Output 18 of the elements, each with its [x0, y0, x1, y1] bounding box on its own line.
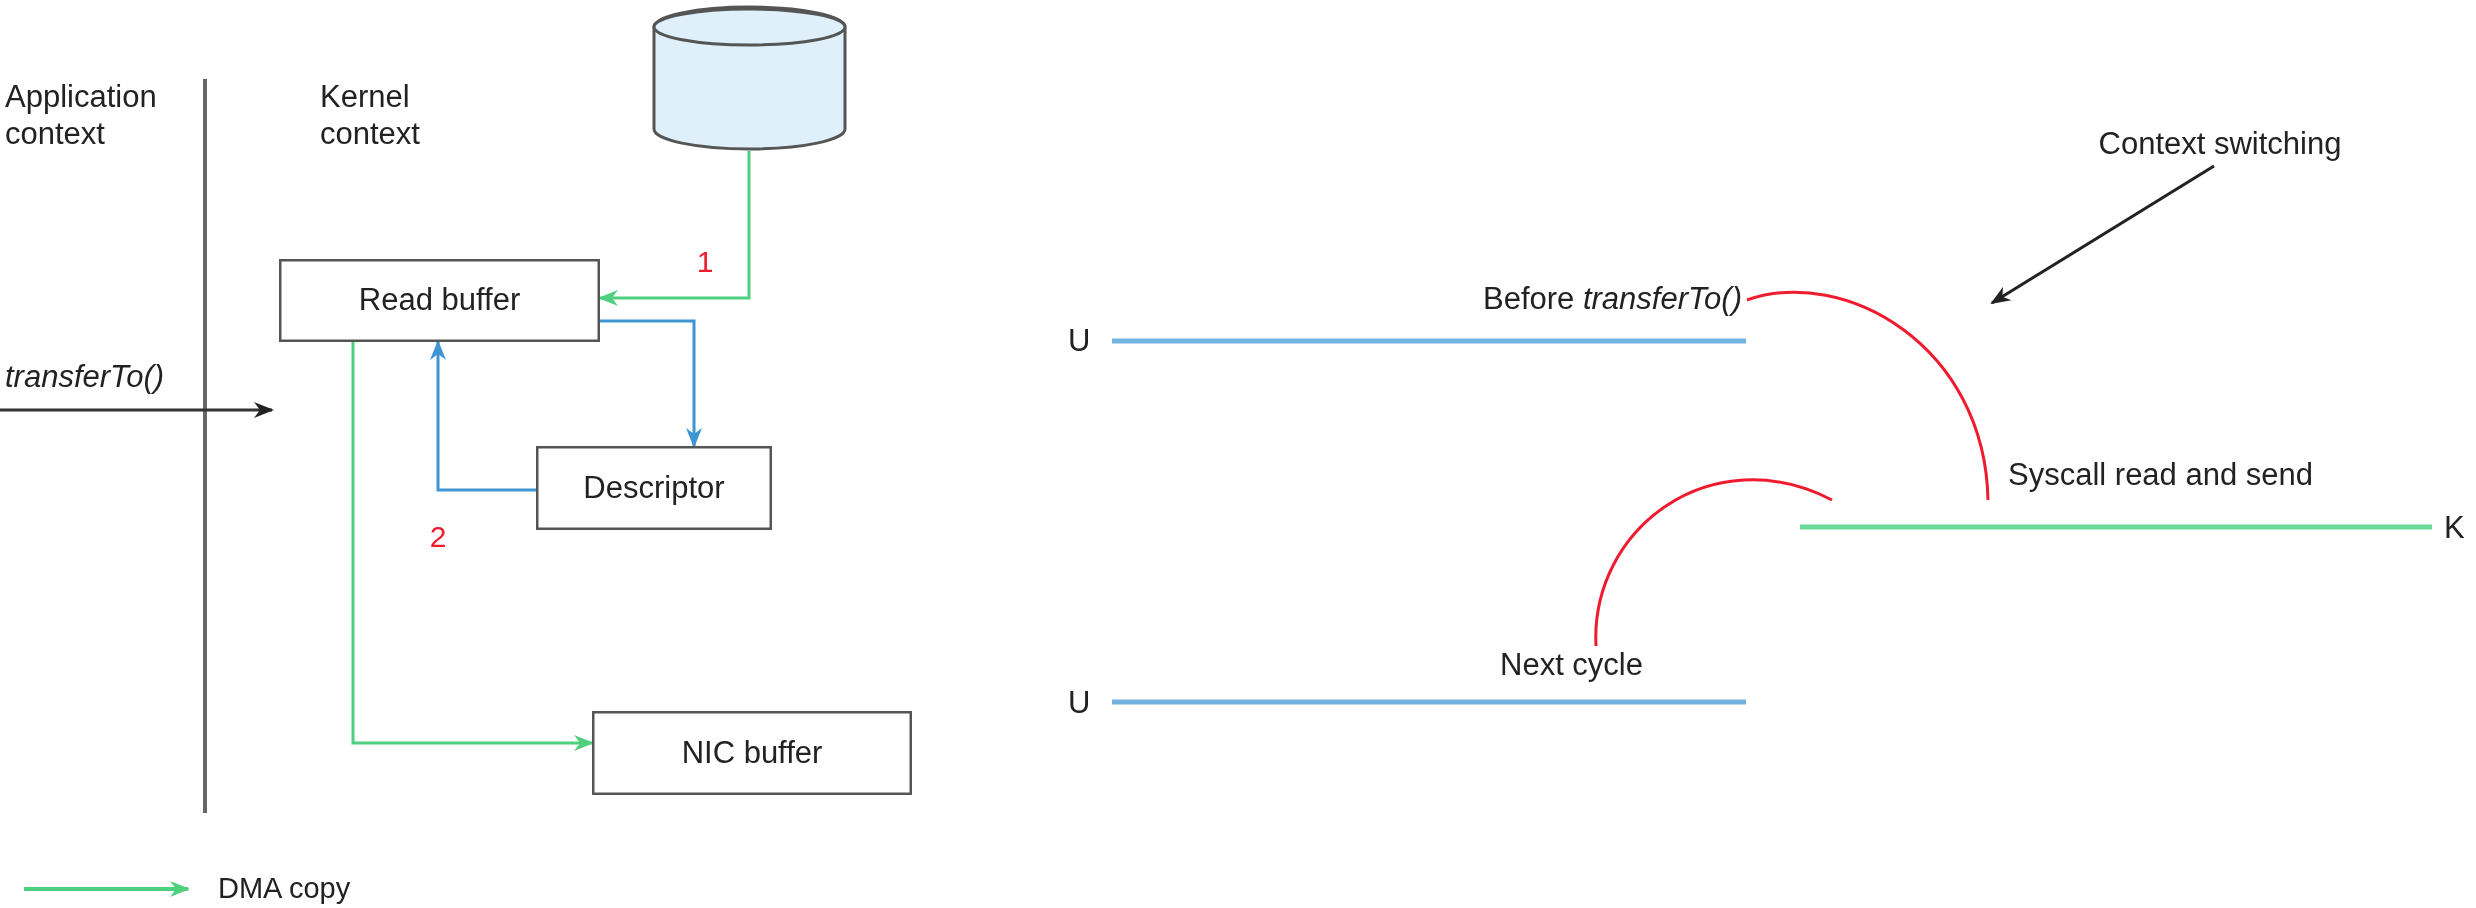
- text-label: Kernel context: [320, 78, 421, 153]
- text-label: Application context: [5, 78, 158, 153]
- mode-letter: U: [1068, 322, 1091, 360]
- disk-cylinder: [652, 5, 847, 151]
- text-label: Before transferTo(): [1481, 280, 1742, 318]
- mode-letter: U: [1068, 684, 1091, 722]
- buffer-box: Read buffer: [279, 259, 600, 342]
- legend-text: DMA copy: [218, 874, 351, 903]
- text-label: Syscall read and send: [2008, 456, 2314, 494]
- mode-letter: K: [2444, 509, 2465, 547]
- text-label: Next cycle: [1500, 646, 1643, 684]
- arrow: [351, 342, 594, 751]
- arrow: [600, 319, 702, 448]
- buffer-box: NIC buffer: [592, 711, 912, 795]
- buffer-box: Descriptor: [536, 446, 772, 530]
- arrow: [1990, 164, 2215, 305]
- text-label: transferTo(): [5, 358, 165, 396]
- callout-text: Context switching: [2040, 122, 2400, 166]
